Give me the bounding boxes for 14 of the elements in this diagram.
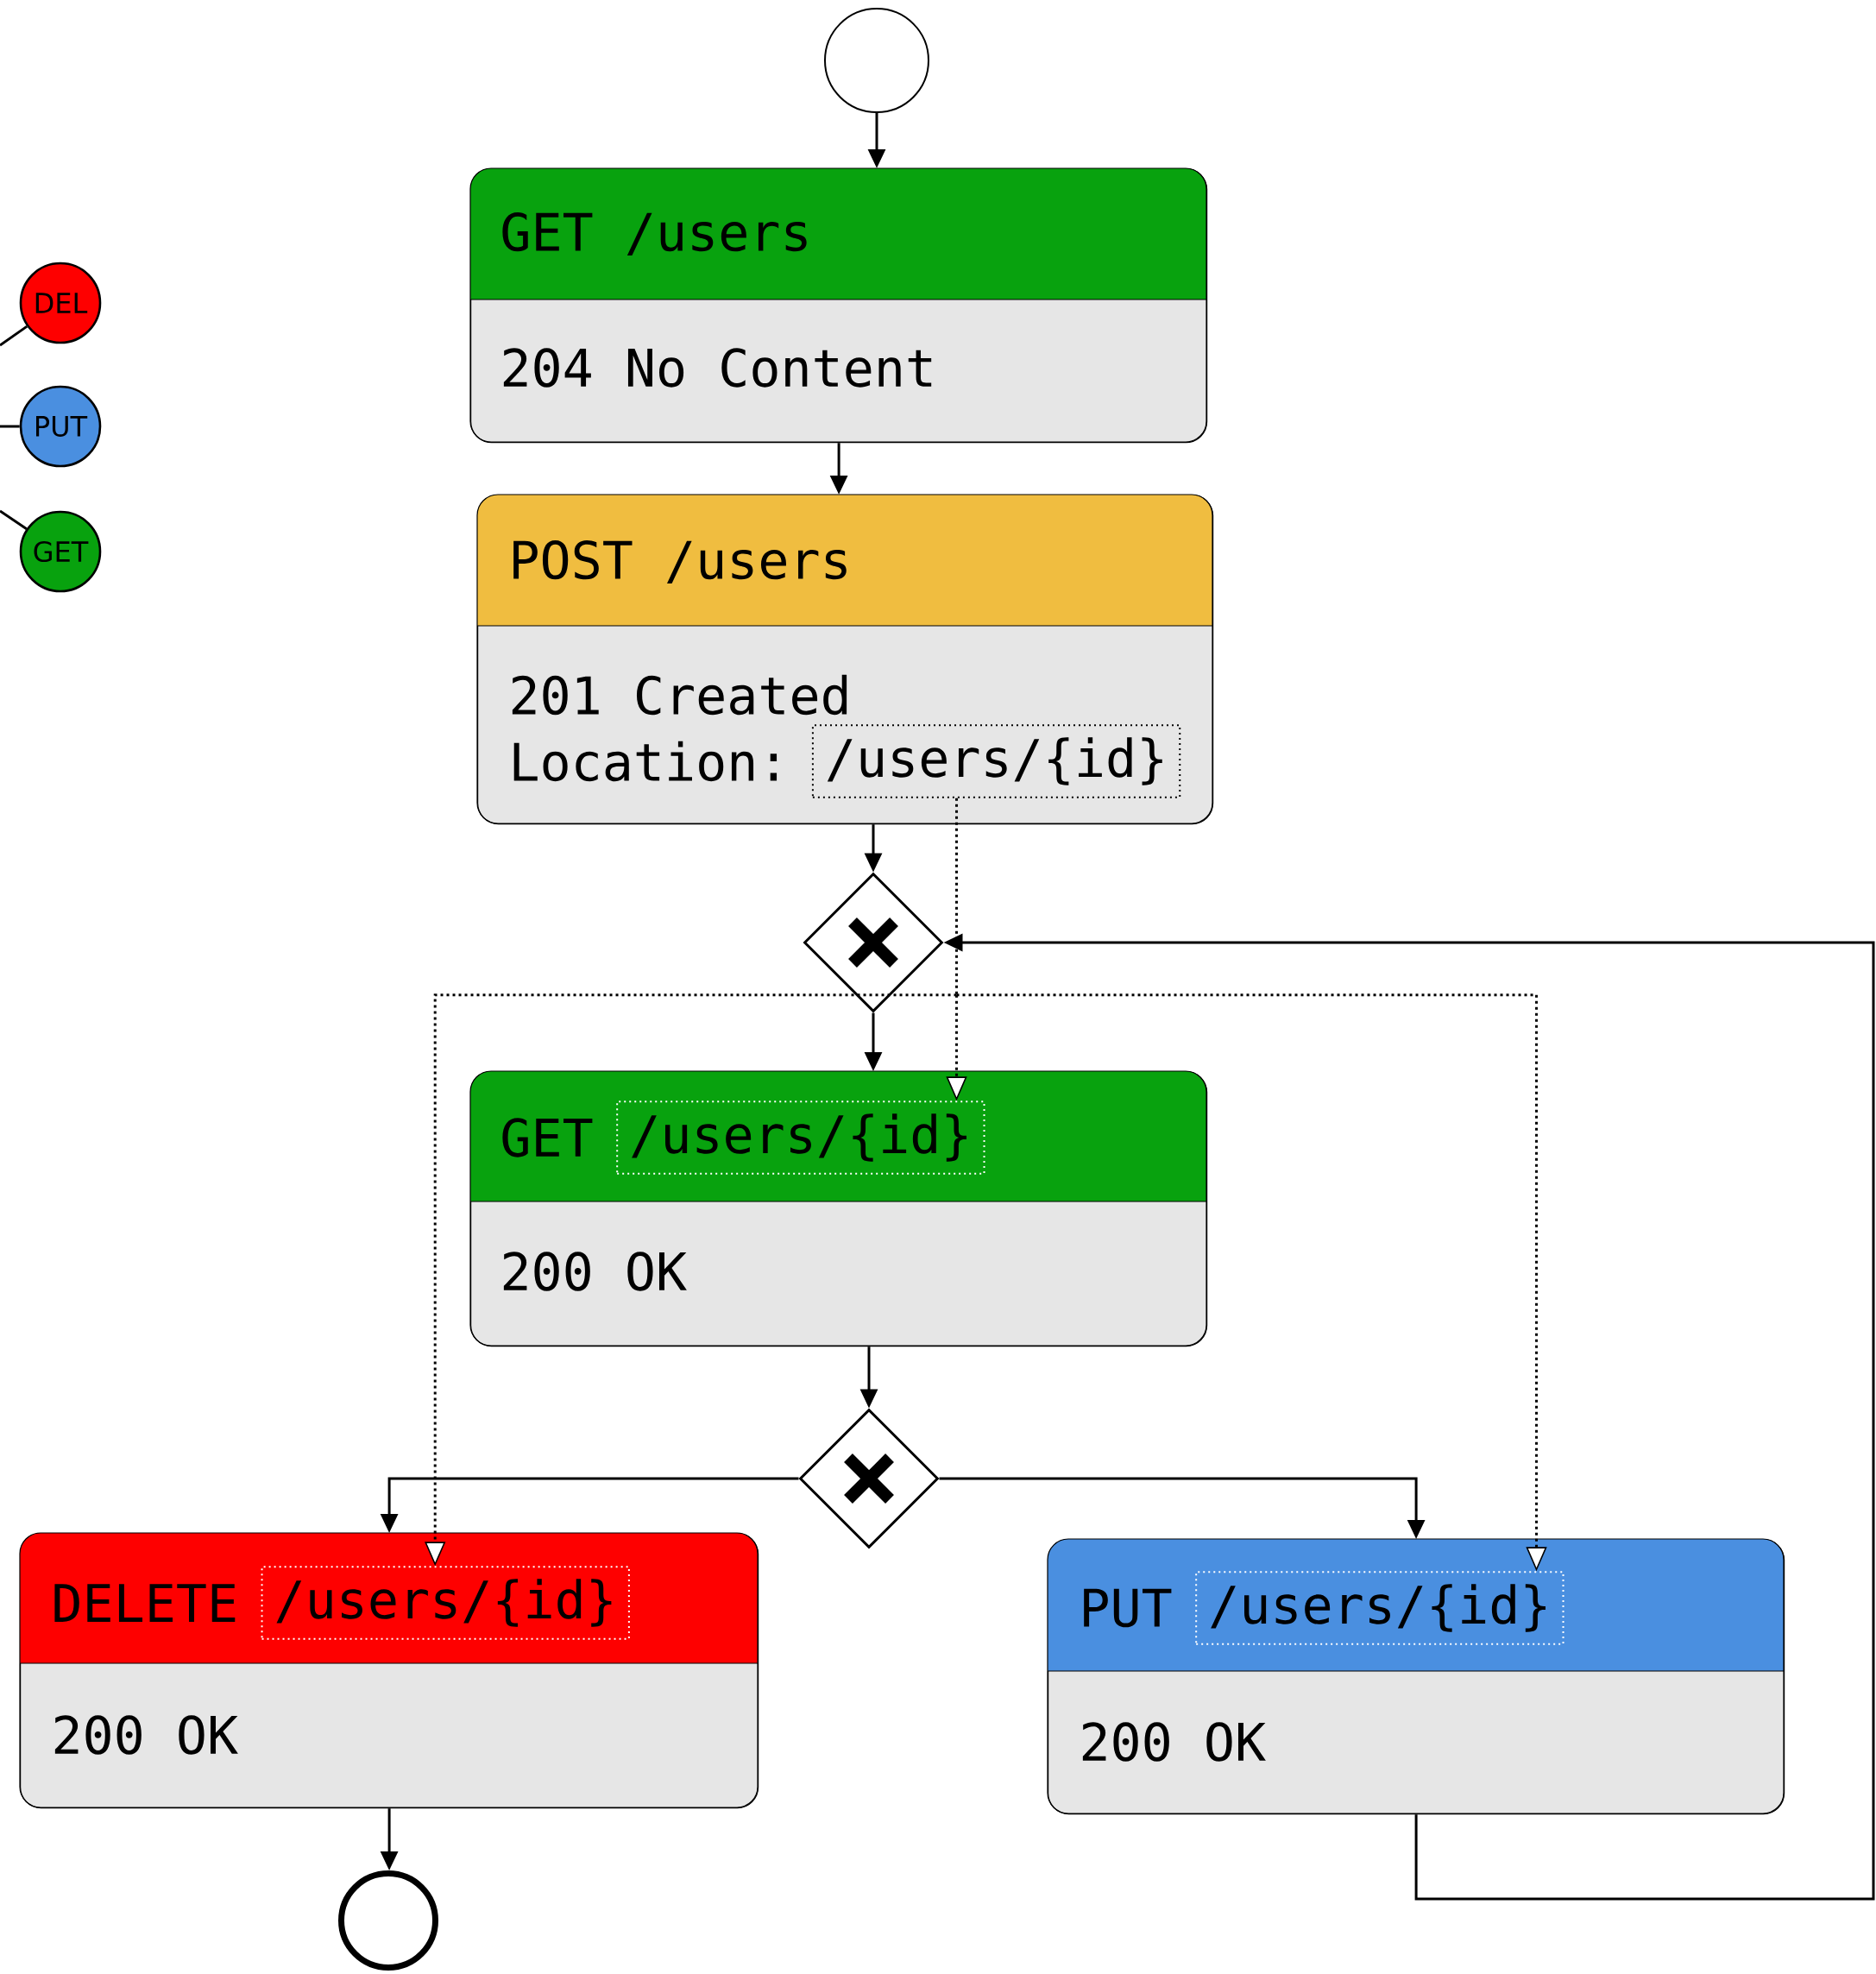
process-box: GET /users 204 No Content xyxy=(469,167,1208,444)
path-box: /users/{id} xyxy=(261,1566,630,1640)
connector-line xyxy=(0,425,20,428)
method-badge: GET xyxy=(19,510,102,593)
method-badge: PUT xyxy=(19,385,102,468)
connector-line xyxy=(0,325,28,347)
connector-line xyxy=(0,509,28,530)
path-box: /users/{id} xyxy=(811,724,1181,798)
start-circle xyxy=(824,8,929,113)
end-circle xyxy=(338,1870,438,1971)
leader-line xyxy=(955,798,959,995)
method-badge: DEL xyxy=(19,262,102,344)
path-box: /users/{id} xyxy=(616,1101,985,1175)
path-box: /users/{id} xyxy=(1195,1571,1564,1645)
